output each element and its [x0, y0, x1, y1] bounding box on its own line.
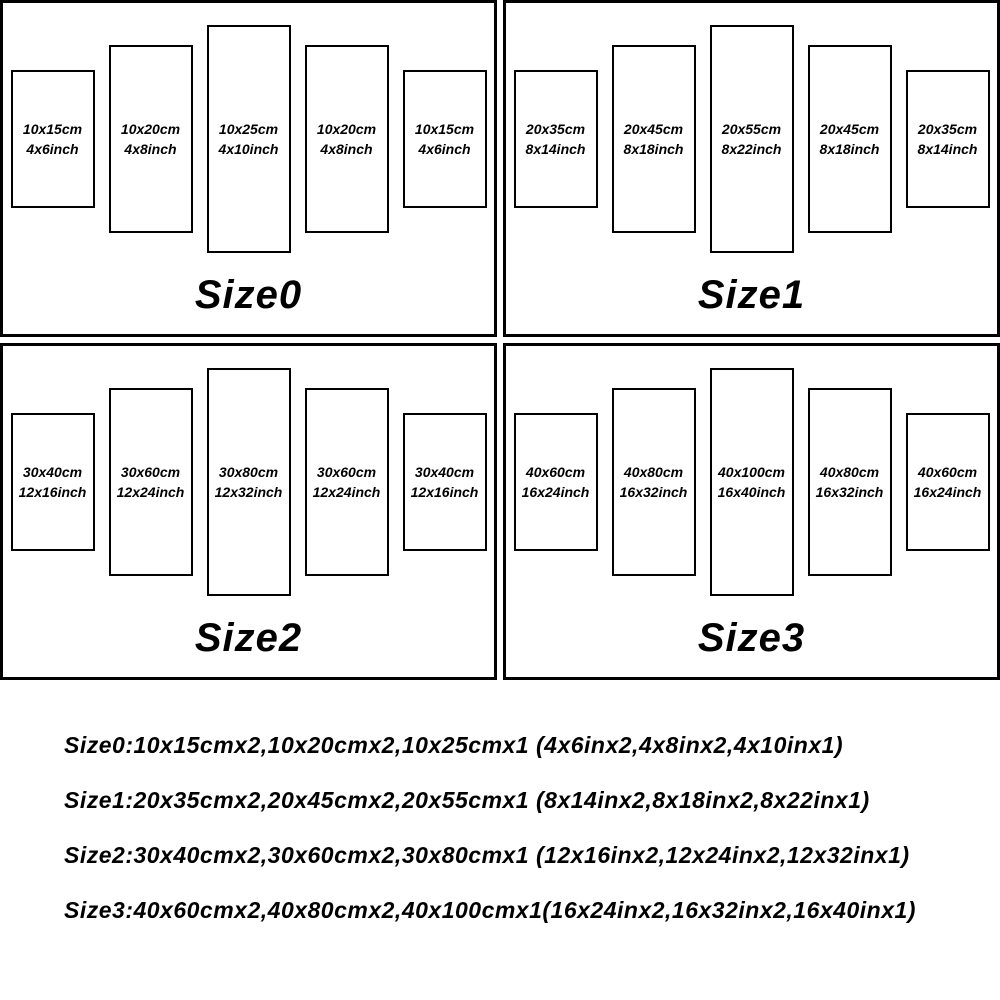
- size0-quadrant: 10x15cm 4x6inch 10x20cm 4x8inch 10x25cm 4x10i…: [0, 0, 497, 337]
- panel-size-cm: 20x45cm: [623, 120, 684, 137]
- size3-label: Size3: [697, 616, 806, 660]
- panel-size-inch: 8x14inch: [525, 140, 586, 157]
- canvas-panel: 30x40cm 12x16inch: [402, 413, 487, 551]
- panel-size-cm: 30x40cm: [414, 463, 475, 480]
- panel-size-cm: 40x60cm: [525, 463, 586, 480]
- panel-size-inch: 16x40inch: [717, 483, 786, 500]
- panel-size-inch: 8x22inch: [721, 140, 782, 157]
- panel-size-inch: 4x6inch: [418, 140, 471, 157]
- panel-size-cm: 40x80cm: [819, 463, 880, 480]
- summary-line-size3: Size3:40x60cmx2,40x80cmx2,40x100cmx1(16x…: [64, 897, 916, 923]
- size0-panels-row: 10x15cm 4x6inch 10x20cm 4x8inch 10x25cm 4x10i…: [3, 3, 494, 275]
- canvas-panel: 40x60cm 16x24inch: [513, 413, 598, 551]
- panel-size-inch: 8x18inch: [623, 140, 684, 157]
- panel-size-inch: 4x8inch: [124, 140, 177, 157]
- canvas-panel: 40x100cm 16x40inch: [709, 368, 794, 596]
- panel-size-cm: 40x60cm: [917, 463, 978, 480]
- canvas-panel: 40x80cm 16x32inch: [807, 388, 892, 576]
- panel-size-cm: 10x20cm: [316, 120, 377, 137]
- size0-label: Size0: [194, 273, 303, 317]
- panel-size-cm: 20x35cm: [917, 120, 978, 137]
- panel-size-inch: 12x16inch: [18, 483, 87, 500]
- panel-size-cm: 10x15cm: [22, 120, 83, 137]
- size2-quadrant: 30x40cm 12x16inch 30x60cm 12x24inch 30x80cm 1…: [0, 343, 497, 680]
- canvas-panel: 30x80cm 12x32inch: [206, 368, 291, 596]
- panel-size-cm: 30x40cm: [22, 463, 83, 480]
- size2-label: Size2: [194, 616, 303, 660]
- panel-size-cm: 10x20cm: [120, 120, 181, 137]
- canvas-panel: 20x45cm 8x18inch: [611, 45, 696, 233]
- size-summary: Size0:10x15cmx2,10x20cmx2,10x25cmx1 (4x6…: [0, 718, 1000, 938]
- size1-quadrant: 20x35cm 8x14inch 20x45cm 8x18inch 20x55cm 8x2…: [503, 0, 1000, 337]
- panel-size-cm: 10x25cm: [218, 120, 279, 137]
- canvas-panel: 10x15cm 4x6inch: [10, 70, 95, 208]
- size3-panels-row: 40x60cm 16x24inch 40x80cm 16x32inch 40x100cm…: [506, 346, 997, 618]
- canvas-panel: 20x55cm 8x22inch: [709, 25, 794, 253]
- panel-size-cm: 20x35cm: [525, 120, 586, 137]
- panel-size-cm: 40x100cm: [718, 463, 785, 480]
- panel-size-cm: 40x80cm: [623, 463, 684, 480]
- canvas-panel: 40x60cm 16x24inch: [905, 413, 990, 551]
- size3-quadrant: 40x60cm 16x24inch 40x80cm 16x32inch 40x100cm…: [503, 343, 1000, 680]
- canvas-panel: 20x45cm 8x18inch: [807, 45, 892, 233]
- canvas-panel: 30x60cm 12x24inch: [304, 388, 389, 576]
- summary-line-size0: Size0:10x15cmx2,10x20cmx2,10x25cmx1 (4x6…: [64, 732, 844, 758]
- panel-size-inch: 12x32inch: [214, 483, 283, 500]
- panel-size-cm: 20x55cm: [721, 120, 782, 137]
- panel-size-inch: 12x24inch: [116, 483, 185, 500]
- canvas-panel: 10x20cm 4x8inch: [304, 45, 389, 233]
- size-chart-grid: 10x15cm 4x6inch 10x20cm 4x8inch 10x25cm 4x10i…: [0, 0, 1000, 680]
- panel-size-inch: 16x24inch: [913, 483, 982, 500]
- panel-size-inch: 12x16inch: [410, 483, 479, 500]
- panel-size-inch: 16x32inch: [815, 483, 884, 500]
- panel-size-inch: 8x18inch: [819, 140, 880, 157]
- panel-size-inch: 12x24inch: [312, 483, 381, 500]
- panel-size-inch: 4x6inch: [26, 140, 79, 157]
- canvas-panel: 30x60cm 12x24inch: [108, 388, 193, 576]
- canvas-panel: 10x20cm 4x8inch: [108, 45, 193, 233]
- size1-label: Size1: [697, 273, 806, 317]
- panel-size-inch: 4x10inch: [218, 140, 279, 157]
- panel-size-inch: 4x8inch: [320, 140, 373, 157]
- canvas-panel: 30x40cm 12x16inch: [10, 413, 95, 551]
- canvas-panel: 20x35cm 8x14inch: [905, 70, 990, 208]
- panel-size-cm: 30x60cm: [316, 463, 377, 480]
- size2-panels-row: 30x40cm 12x16inch 30x60cm 12x24inch 30x80cm 1…: [3, 346, 494, 618]
- panel-size-cm: 20x45cm: [819, 120, 880, 137]
- panel-size-inch: 8x14inch: [917, 140, 978, 157]
- panel-size-cm: 30x80cm: [218, 463, 279, 480]
- canvas-panel: 20x35cm 8x14inch: [513, 70, 598, 208]
- canvas-panel: 10x25cm 4x10inch: [206, 25, 291, 253]
- panel-size-cm: 30x60cm: [120, 463, 181, 480]
- panel-size-inch: 16x32inch: [619, 483, 688, 500]
- summary-line-size2: Size2:30x40cmx2,30x60cmx2,30x80cmx1 (12x…: [64, 842, 910, 868]
- panel-size-cm: 10x15cm: [414, 120, 475, 137]
- canvas-panel: 10x15cm 4x6inch: [402, 70, 487, 208]
- panel-size-inch: 16x24inch: [521, 483, 590, 500]
- summary-line-size1: Size1:20x35cmx2,20x45cmx2,20x55cmx1 (8x1…: [64, 787, 870, 813]
- canvas-panel: 40x80cm 16x32inch: [611, 388, 696, 576]
- size1-panels-row: 20x35cm 8x14inch 20x45cm 8x18inch 20x55cm 8x2…: [506, 3, 997, 275]
